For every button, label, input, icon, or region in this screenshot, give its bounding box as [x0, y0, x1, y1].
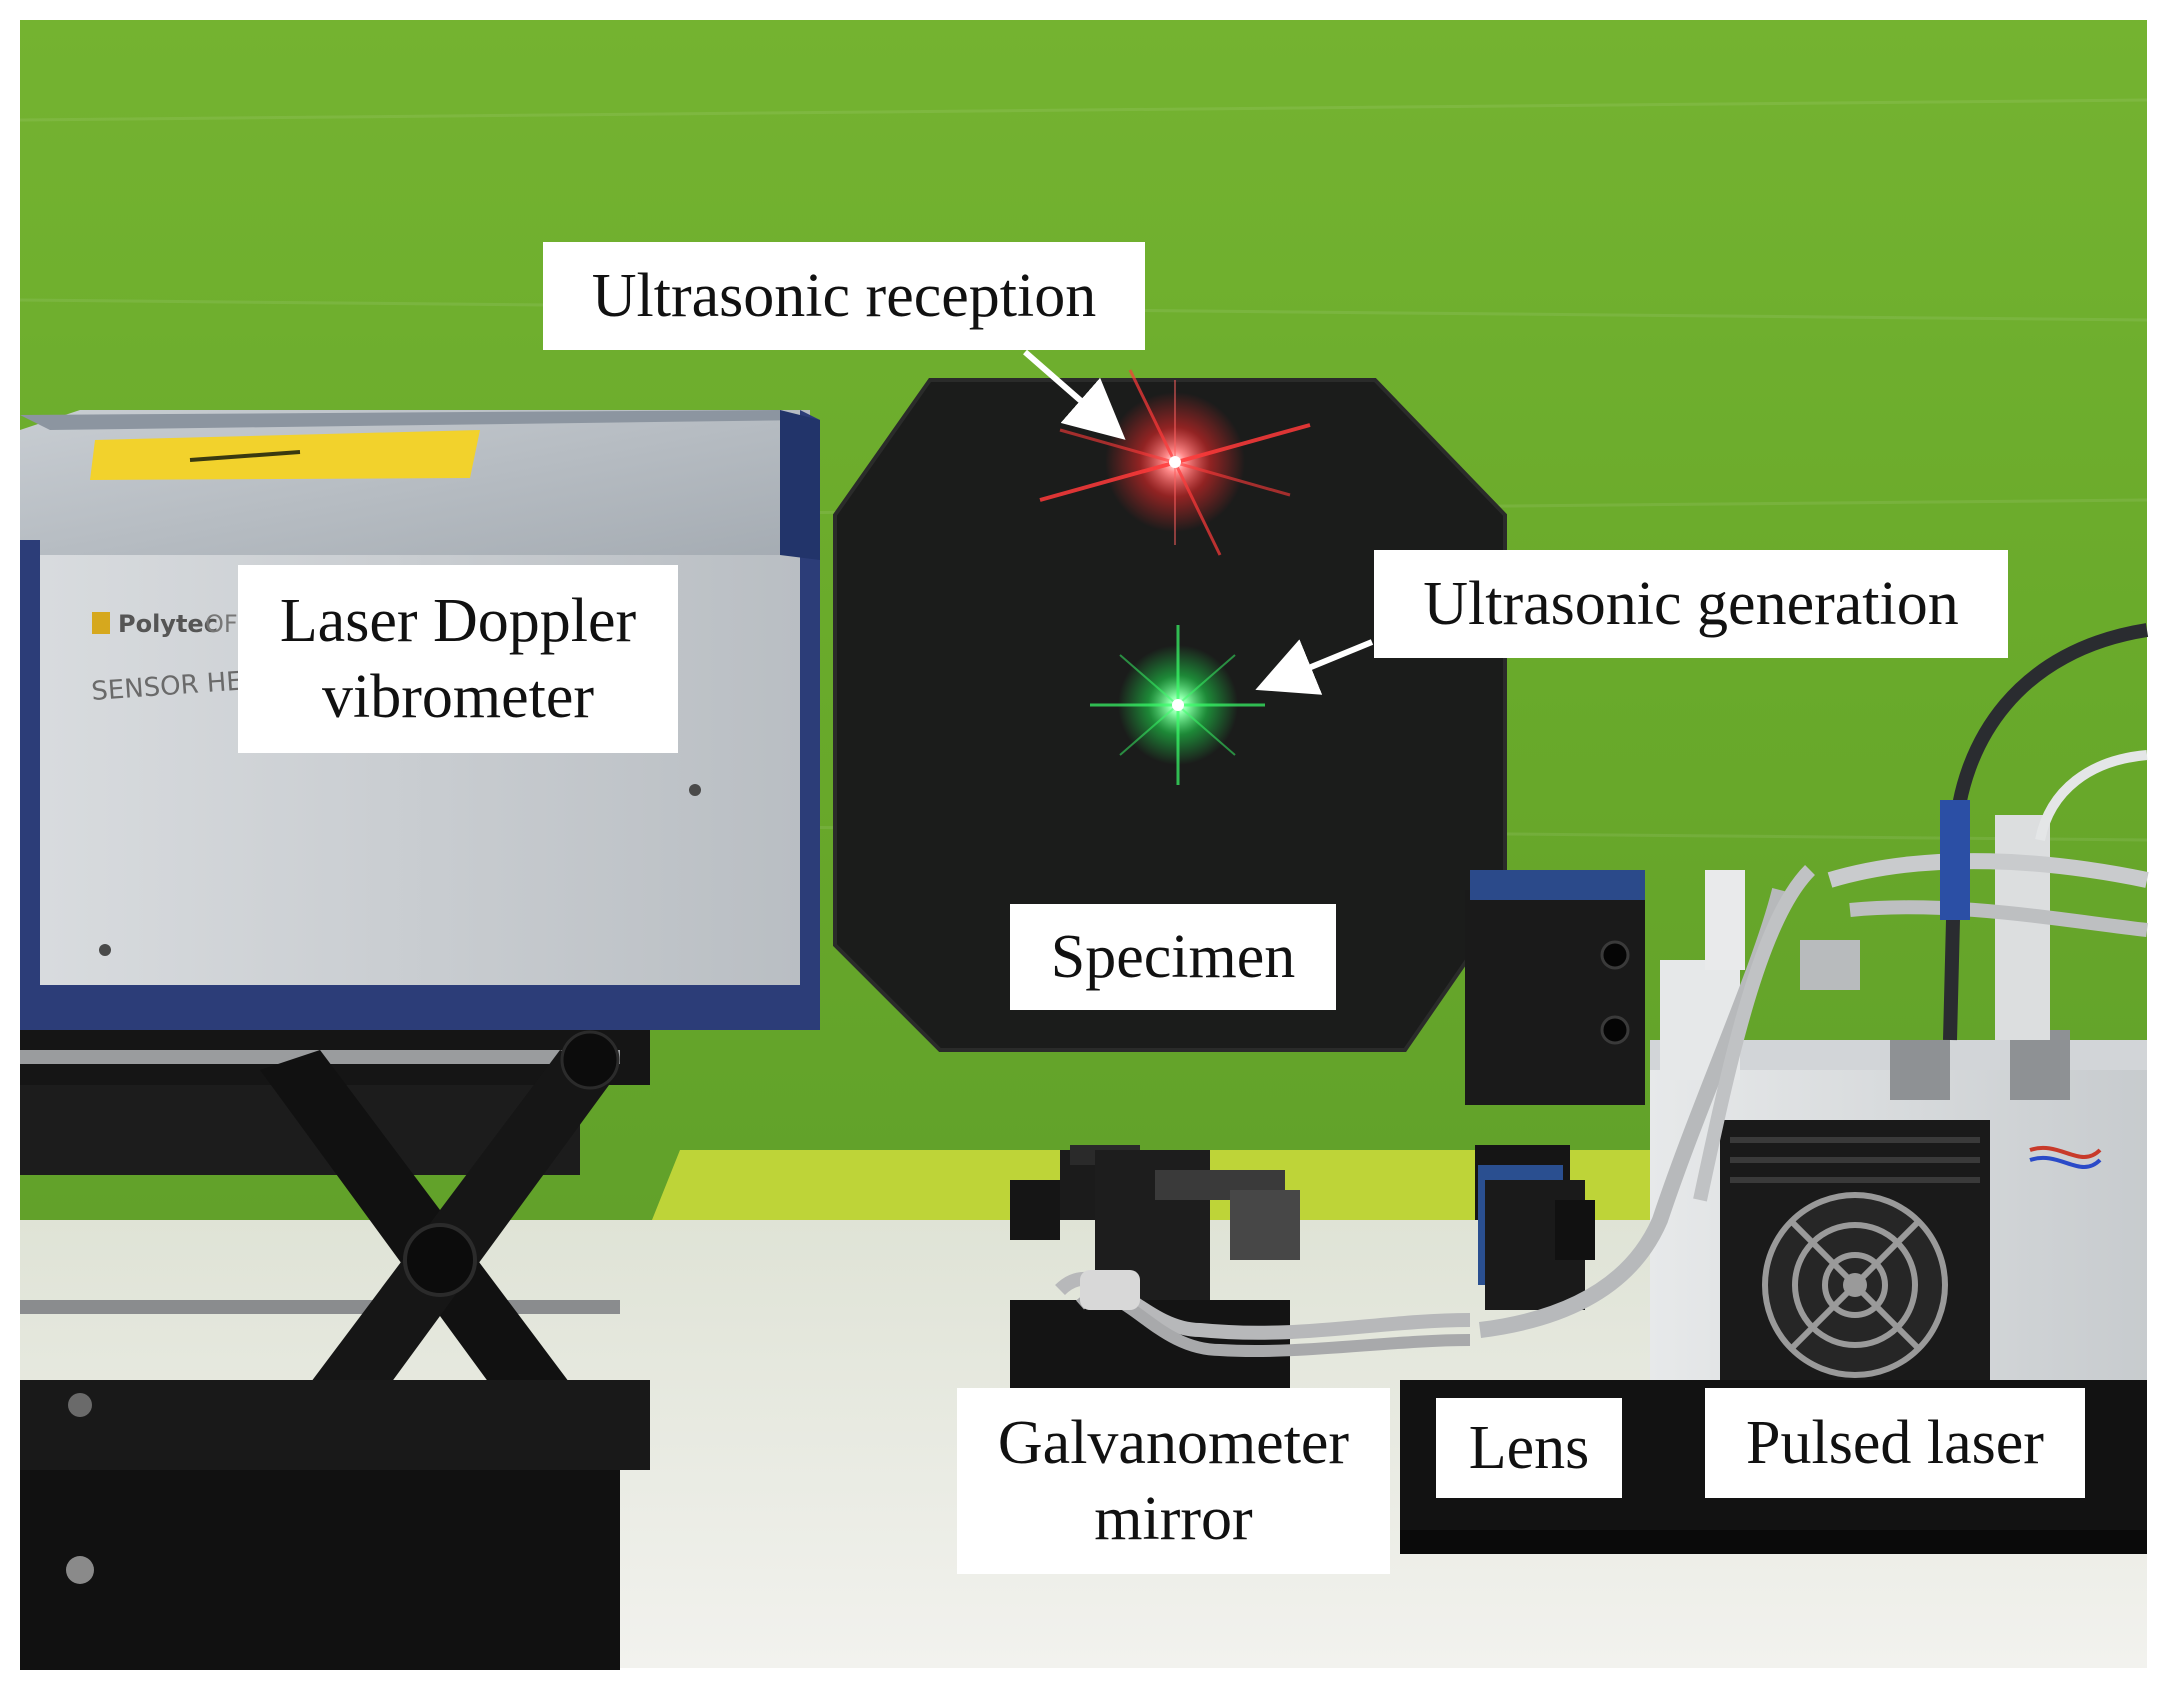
reception-arrow	[1023, 349, 1126, 440]
laser-doppler-vibrometer-label: Laser Doppler vibrometer	[238, 565, 678, 753]
galvanometer-mirror-label: Galvanometer mirror	[957, 1388, 1390, 1574]
generation-arrow	[1255, 639, 1374, 695]
reception-laser-spot	[1039, 369, 1311, 556]
brand-suffix-text: OF	[205, 610, 238, 638]
ultrasonic-generation-label: Ultrasonic generation	[1374, 550, 2008, 658]
lens-label: Lens	[1436, 1398, 1622, 1498]
ultrasonic-generation-text: Ultrasonic generation	[1423, 570, 1959, 638]
specimen-label: Specimen	[1010, 904, 1336, 1010]
laser-doppler-line1-text: Laser Doppler	[279, 587, 637, 655]
ultrasonic-reception-label: Ultrasonic reception	[543, 242, 1145, 350]
galvanometer-mirror-device	[1010, 1145, 1471, 1390]
pulsed-laser-label: Pulsed laser	[1705, 1388, 2085, 1498]
galvanometer-line1-text: Galvanometer	[997, 1409, 1350, 1477]
brand-text: Polytec	[118, 610, 218, 638]
lens-text: Lens	[1468, 1414, 1590, 1482]
galvanometer-line2-text: mirror	[1094, 1485, 1253, 1553]
scissor-lift-stand	[20, 1030, 650, 1670]
ultrasonic-reception-text: Ultrasonic reception	[591, 262, 1097, 330]
specimen-text: Specimen	[1050, 923, 1296, 991]
pulsed-laser-text: Pulsed laser	[1746, 1409, 2044, 1477]
laser-doppler-line2-text: vibrometer	[321, 663, 594, 731]
generation-laser-spot	[1090, 625, 1265, 785]
specimen-holder	[1465, 890, 1645, 1105]
lens-device	[1475, 1145, 1595, 1310]
